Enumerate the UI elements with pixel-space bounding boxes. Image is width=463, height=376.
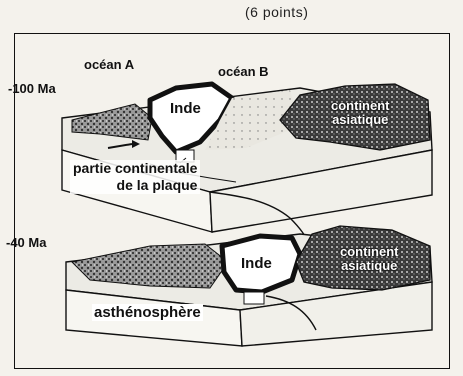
figure-frame bbox=[14, 33, 450, 369]
asthenosphere-label: asthénosphère bbox=[92, 304, 203, 321]
asia-label-top-line1: continent bbox=[331, 99, 390, 113]
plate-label: partie continentale de la plaque bbox=[70, 160, 200, 194]
asia-label-top: continent asiatique bbox=[331, 99, 390, 127]
time-label-bottom: -40 Ma bbox=[6, 235, 46, 250]
asia-label-bottom-line1: continent bbox=[340, 245, 399, 259]
plate-label-line1: partie continentale bbox=[73, 160, 197, 177]
time-label-top: -100 Ma bbox=[8, 81, 56, 96]
ocean-a-label: océan A bbox=[84, 57, 134, 72]
asia-label-bottom: continent asiatique bbox=[340, 245, 399, 273]
points-label: (6 points) bbox=[245, 4, 308, 20]
india-label-bottom: Inde bbox=[239, 255, 274, 272]
asia-label-bottom-line2: asiatique bbox=[340, 259, 399, 273]
asia-label-top-line2: asiatique bbox=[331, 113, 390, 127]
india-label-top: Inde bbox=[168, 100, 203, 117]
plate-label-line2: de la plaque bbox=[73, 177, 197, 194]
ocean-b-label: océan B bbox=[218, 64, 269, 79]
